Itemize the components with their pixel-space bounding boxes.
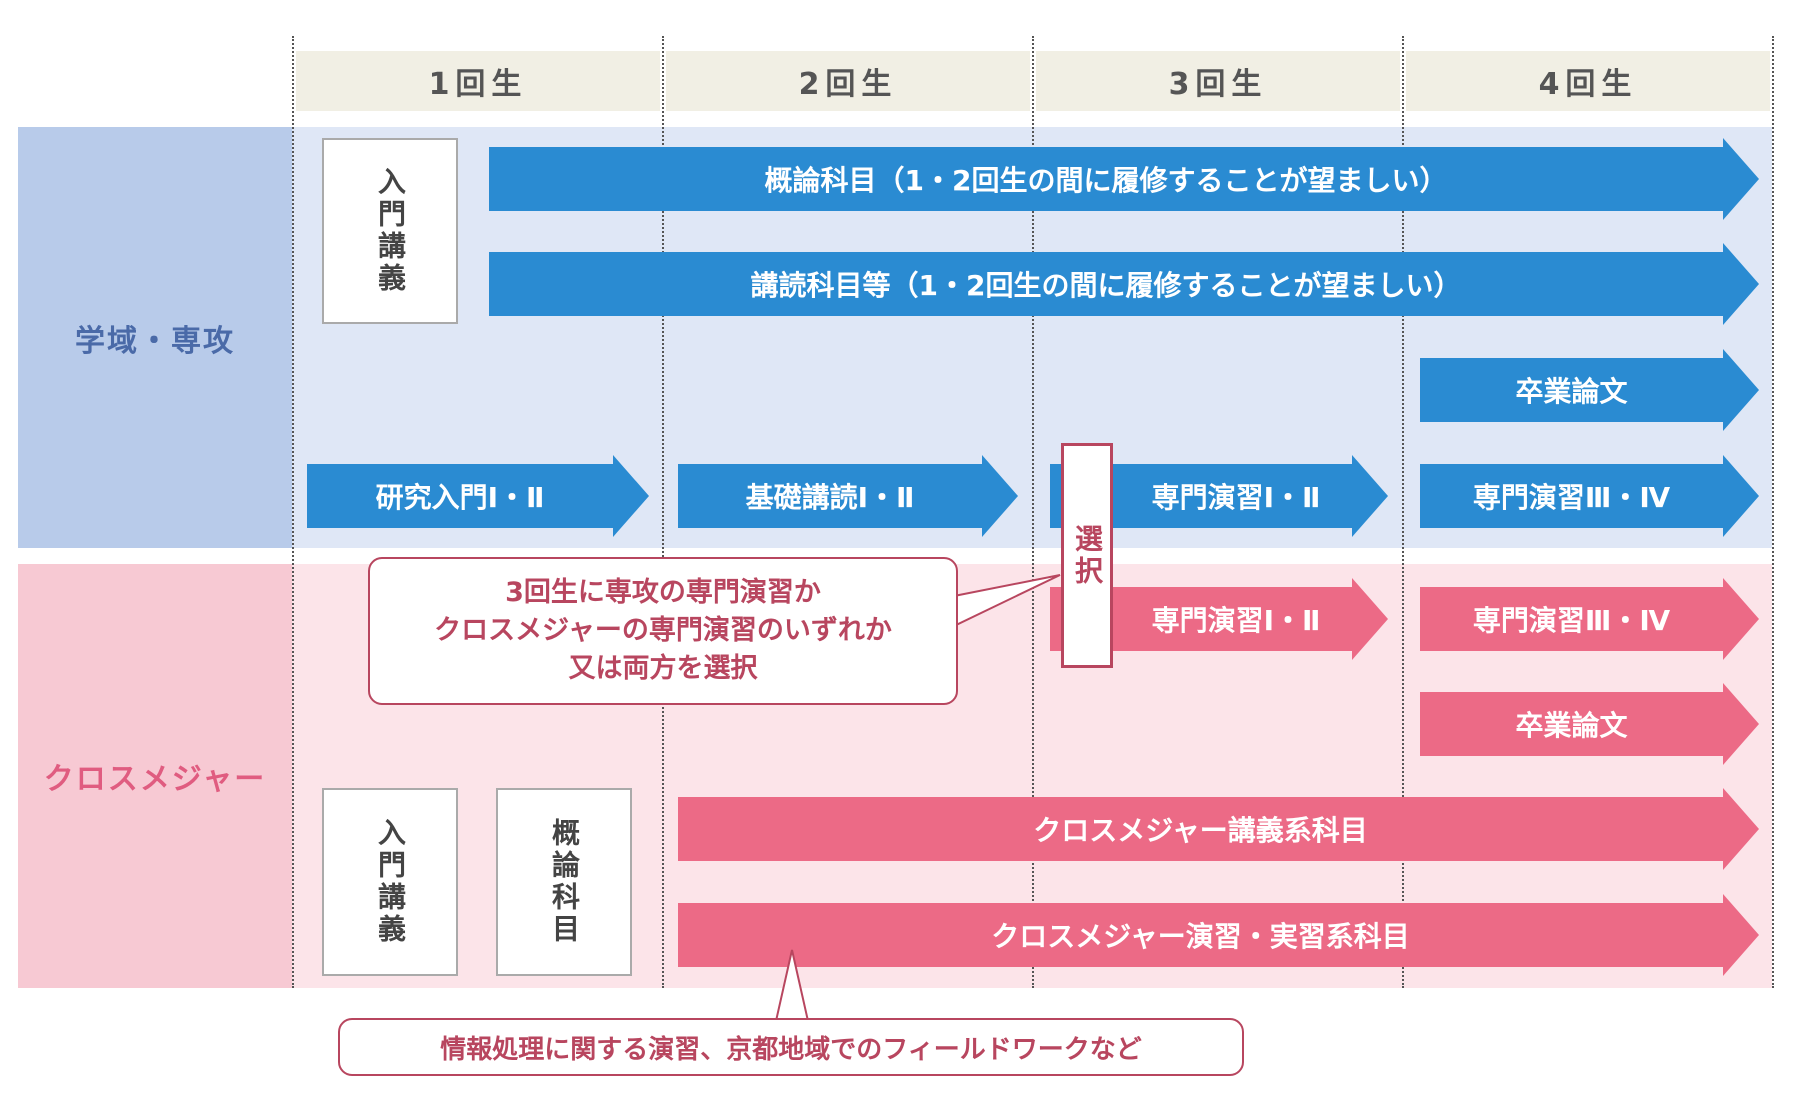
reading-arrow-label: 講読科目等（1・2回生の間に履修することが望ましい） [489,252,1723,316]
thesis-major-arrow: 卒業論文 [1420,349,1759,431]
select-box: 選択 [1061,443,1113,668]
arrow-head [1352,578,1388,660]
cross-practice-arrow: クロスメジャー演習・実習系科目 [678,894,1759,976]
arrow-head [1723,788,1759,870]
column-divider [1032,36,1034,988]
intro-lecture-cross-box: 入門講義 [322,788,458,976]
seminar34-cross-arrow: 専門演習Ⅲ・Ⅳ [1420,578,1759,660]
choice-callout-line: 3回生に専攻の専門演習か [505,577,821,608]
arrow-head [1723,455,1759,537]
overview-arrow: 概論科目（1・2回生の間に履修することが望ましい） [489,138,1759,220]
choice-callout-line: 又は両方を選択 [568,653,758,684]
basic-reading-label: 基礎講読Ⅰ・Ⅱ [678,464,982,528]
arrow-head [1352,455,1388,537]
choice-callout: 3回生に専攻の専門演習か クロスメジャーの専門演習のいずれか 又は両方を選択 [368,557,958,705]
overview-cross-label: 概論科目 [548,818,581,946]
arrow-head [1723,894,1759,976]
year-header-2: 2回生 [666,51,1030,111]
row-label-major: 学域・専攻 [75,323,235,359]
choice-callout-line: クロスメジャーの専門演習のいずれか [434,615,892,646]
select-label: 選択 [1071,523,1104,588]
cross-row-label-bg [18,564,292,988]
note-callout: 情報処理に関する演習、京都地域でのフィールドワークなど [338,1018,1244,1076]
thesis-major-label: 卒業論文 [1420,358,1723,422]
year-header-4: 4回生 [1406,51,1770,111]
row-label-cross: クロスメジャー [43,762,267,797]
major-row-label-bg [18,127,292,548]
thesis-cross-label: 卒業論文 [1420,692,1723,756]
arrow-head [1723,138,1759,220]
arrow-head [613,455,649,537]
column-divider [1772,36,1774,988]
seminar34-cross-label: 専門演習Ⅲ・Ⅳ [1420,587,1723,651]
arrow-head [982,455,1018,537]
research-intro-arrow: 研究入門Ⅰ・Ⅱ [307,455,649,537]
cross-lecture-arrow: クロスメジャー講義系科目 [678,788,1759,870]
intro-lecture-label: 入門講義 [374,167,407,295]
reading-arrow: 講読科目等（1・2回生の間に履修することが望ましい） [489,243,1759,325]
arrow-head [1723,243,1759,325]
year-header-1: 1回生 [296,51,660,111]
basic-reading-arrow: 基礎講読Ⅰ・Ⅱ [678,455,1018,537]
thesis-cross-arrow: 卒業論文 [1420,683,1759,765]
overview-cross-box: 概論科目 [496,788,632,976]
intro-lecture-box: 入門講義 [322,138,458,324]
arrow-head [1723,578,1759,660]
cross-practice-label: クロスメジャー演習・実習系科目 [678,903,1723,967]
intro-lecture-cross-label: 入門講義 [374,818,407,946]
overview-arrow-label: 概論科目（1・2回生の間に履修することが望ましい） [489,147,1723,211]
column-divider [662,36,664,988]
arrow-head [1723,683,1759,765]
seminar34-major-label: 専門演習Ⅲ・Ⅳ [1420,464,1723,528]
seminar34-major-arrow: 専門演習Ⅲ・Ⅳ [1420,455,1759,537]
year-header-3: 3回生 [1036,51,1400,111]
arrow-head [1723,349,1759,431]
cross-lecture-label: クロスメジャー講義系科目 [678,797,1723,861]
column-divider [1402,36,1404,988]
note-callout-text: 情報処理に関する演習、京都地域でのフィールドワークなど [440,1034,1142,1065]
column-divider [292,36,294,988]
research-intro-label: 研究入門Ⅰ・Ⅱ [307,464,613,528]
